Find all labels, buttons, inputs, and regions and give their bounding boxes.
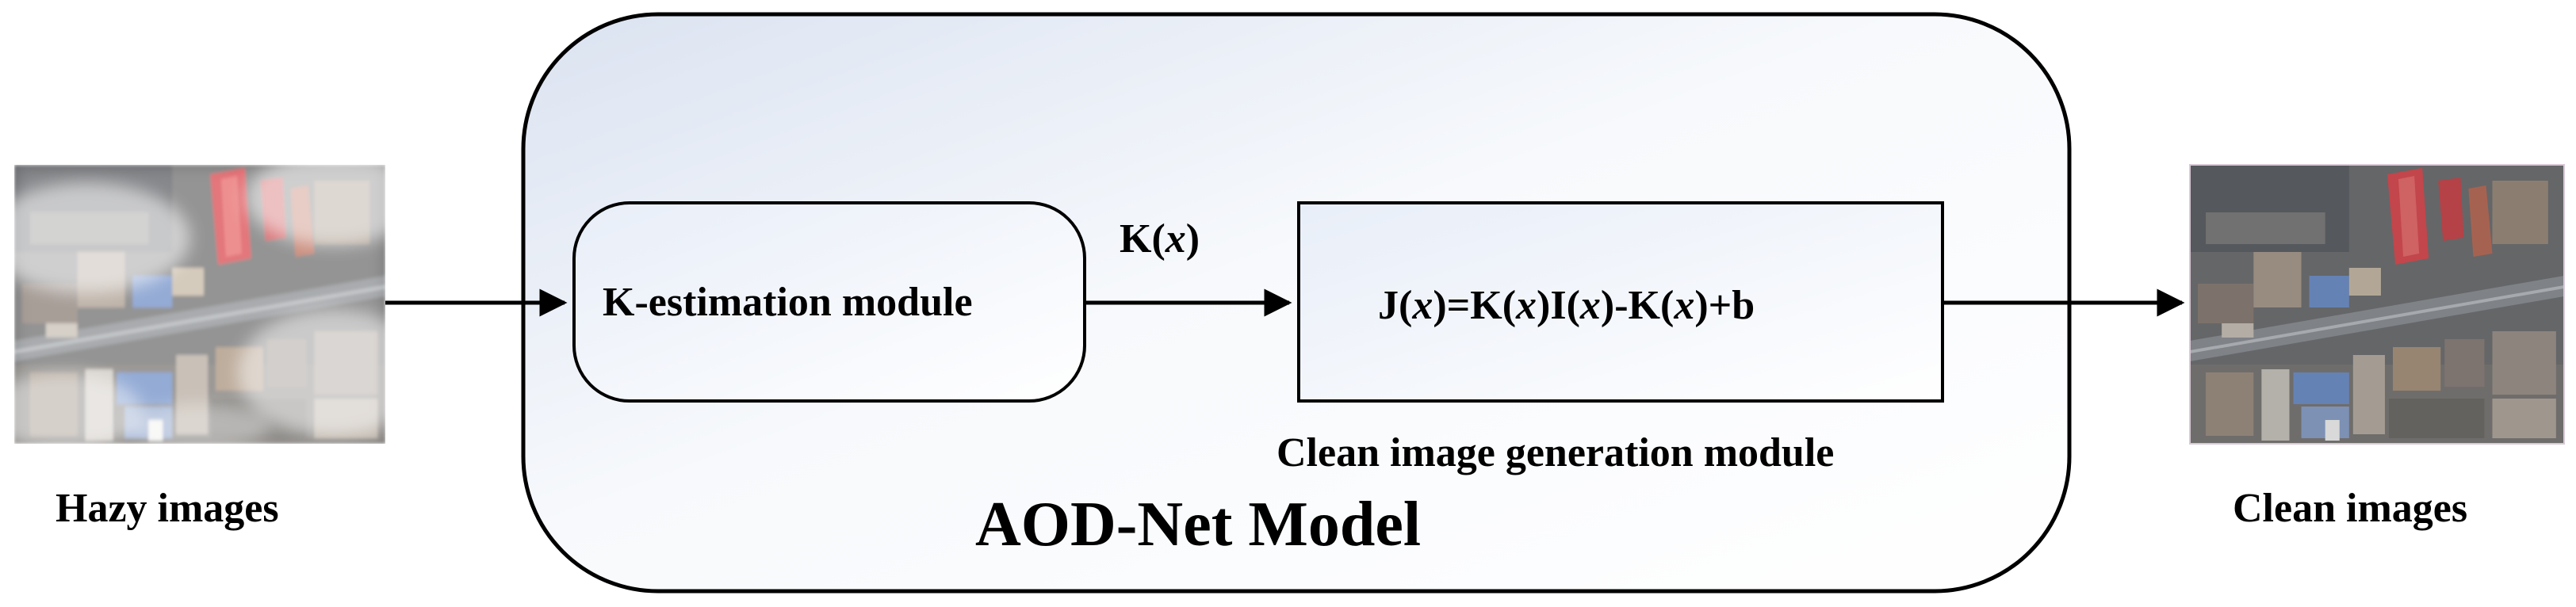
model-title: AOD-Net Model [975, 490, 1422, 559]
k-arrow-label: K(x) [1120, 216, 1200, 262]
hazy-images-label: Hazy images [56, 486, 279, 531]
clean-image-icon [2189, 164, 2565, 445]
clean-image-generation-box [1297, 201, 1944, 403]
clean-image-generation-label: Clean image generation module [1277, 430, 1835, 475]
clean-images-label: Clean images [2233, 486, 2468, 531]
formula-text: J(x)=K(x)I(x)-K(x)+b [1378, 283, 1755, 328]
k-estimation-module-label: K-estimation module [603, 280, 973, 325]
hazy-image-icon [14, 165, 385, 444]
